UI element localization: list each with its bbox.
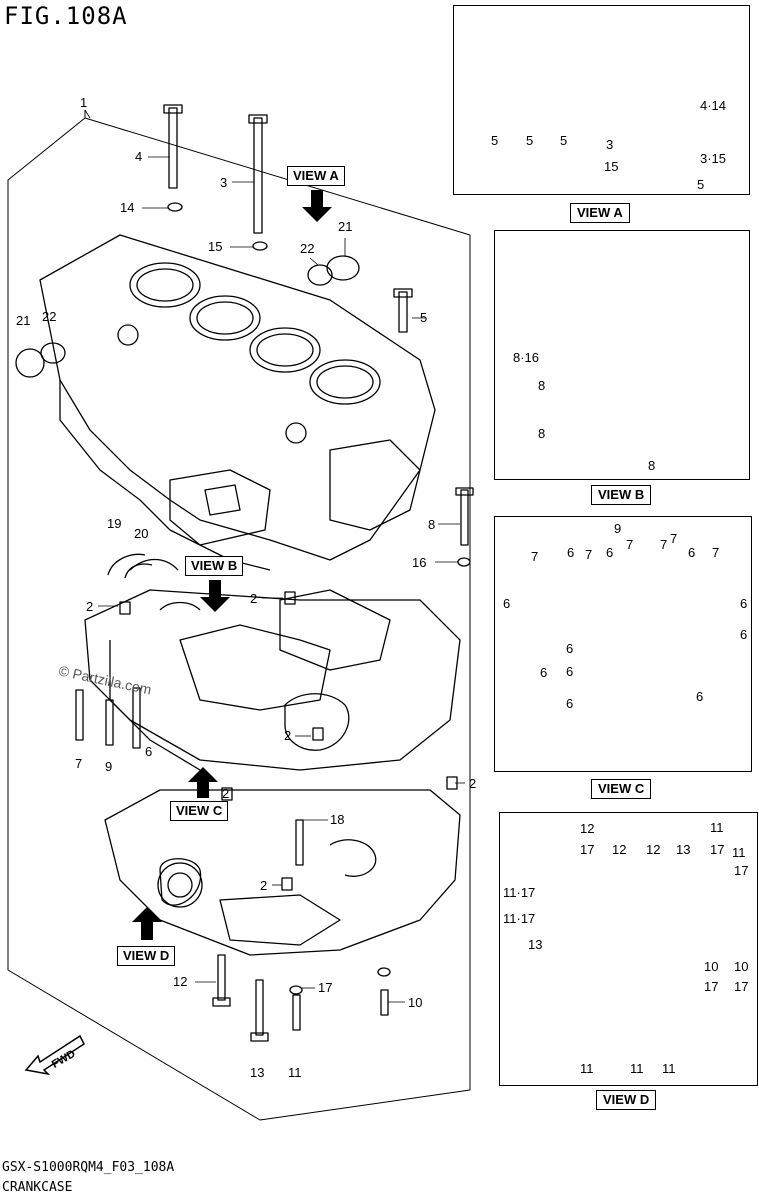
main-callout: 16 — [412, 555, 427, 570]
view-c-callout: 6 — [740, 627, 748, 642]
view-b-callout: 8 — [648, 458, 656, 473]
main-callout: 21 — [338, 219, 353, 234]
main-callout: 17 — [318, 980, 333, 995]
main-callout: 8 — [428, 517, 436, 532]
view-d-callout: 17 — [734, 979, 749, 994]
figure-name: CRANKCASE — [2, 1180, 73, 1195]
view-d-tag: VIEW D — [117, 946, 176, 966]
view-c-callout: 6 — [688, 545, 696, 560]
view-d-callout: 11 — [662, 1061, 676, 1076]
view-c-callout: 6 — [566, 696, 574, 711]
main-callout: 6 — [145, 744, 153, 759]
view-c-tag: VIEW C — [170, 801, 229, 821]
view-c-callout: 7 — [626, 537, 634, 552]
view-d-callout: 11 — [580, 1061, 594, 1076]
view-b-callout: 8·16 — [513, 350, 540, 365]
view-a-tag: VIEW A — [287, 166, 345, 186]
view-c-callout: 6 — [740, 596, 748, 611]
main-callout: 11 — [288, 1065, 302, 1080]
main-callout: 2 — [86, 599, 94, 614]
main-callout: 18 — [330, 812, 345, 827]
view-a-callout: 3 — [606, 137, 614, 152]
main-callout: 14 — [120, 200, 135, 215]
main-callout: 1 — [80, 95, 88, 110]
view-d-callout: 11 — [732, 845, 746, 860]
view-c-callout: 7 — [670, 531, 678, 546]
view-d-callout: 12 — [612, 842, 627, 857]
view-c-callout: 6 — [696, 689, 704, 704]
main-callout: 2 — [469, 776, 477, 791]
view-d-callout: 17 — [704, 979, 719, 994]
view-c-callout: 6 — [503, 596, 511, 611]
view-c-label: VIEW C — [591, 779, 652, 799]
view-c-callout: 7 — [712, 545, 720, 560]
view-d-callout: 17 — [734, 863, 749, 878]
view-c-callout: 7 — [531, 549, 539, 564]
view-d-callout: 10 — [734, 959, 749, 974]
forward-label: FWD — [50, 1048, 78, 1071]
main-callout: 12 — [173, 974, 188, 989]
view-a-box — [453, 5, 750, 195]
view-a-callout: 4·14 — [700, 98, 727, 113]
view-c-callout: 6 — [566, 664, 574, 679]
view-c-callout: 7 — [585, 547, 593, 562]
main-callout: 22 — [300, 241, 315, 256]
main-callout: 19 — [107, 516, 122, 531]
view-d-callout: 10 — [704, 959, 719, 974]
view-a-callout: 3·15 — [700, 151, 727, 166]
view-d-callout: 11·17 — [503, 911, 536, 926]
view-d-callout: 11 — [710, 820, 724, 835]
view-d-callout: 12 — [646, 842, 661, 857]
view-d-callout: 11·17 — [503, 885, 536, 900]
main-callout: 2 — [284, 728, 292, 743]
view-a-callout: 5 — [560, 133, 568, 148]
main-callout: 5 — [420, 310, 428, 325]
view-a-callout: 15 — [604, 159, 619, 174]
main-callout: 13 — [250, 1065, 265, 1080]
view-d-label: VIEW D — [596, 1090, 657, 1110]
view-d-callout: 13 — [676, 842, 691, 857]
view-a-label: VIEW A — [570, 203, 630, 223]
figure-title: FIG.108A — [4, 2, 128, 30]
view-c-box — [494, 516, 752, 772]
main-callout: 4 — [135, 149, 143, 164]
view-d-callout: 11 — [630, 1061, 644, 1076]
main-callout: 21 — [16, 313, 31, 328]
view-c-callout: 6 — [540, 665, 548, 680]
view-d-callout: 13 — [528, 937, 543, 952]
figure-code: GSX-S1000RQM4_F03_108A — [2, 1160, 175, 1175]
main-callout: 15 — [208, 239, 223, 254]
view-d-callout: 12 — [580, 821, 595, 836]
view-a-callout: 5 — [526, 133, 534, 148]
view-c-callout: 6 — [567, 545, 575, 560]
view-c-callout: 6 — [566, 641, 574, 656]
main-callout: 22 — [42, 309, 57, 324]
view-b-callout: 8 — [538, 426, 546, 441]
main-callout: 10 — [408, 995, 423, 1010]
view-b-tag: VIEW B — [185, 556, 244, 576]
main-callout: 2 — [222, 786, 230, 801]
view-d-box — [499, 812, 758, 1086]
view-c-callout: 7 — [660, 537, 668, 552]
view-b-label: VIEW B — [591, 485, 652, 505]
main-callout: 7 — [75, 756, 83, 771]
main-callout: 20 — [134, 526, 149, 541]
view-a-callout: 5 — [697, 177, 705, 192]
forward-arrow-icon: FWD — [24, 1030, 86, 1083]
view-c-callout: 6 — [606, 545, 614, 560]
view-a-callout: 5 — [491, 133, 499, 148]
view-c-callout: 9 — [614, 521, 622, 536]
view-d-callout: 17 — [580, 842, 595, 857]
main-callout: 3 — [220, 175, 228, 190]
view-b-callout: 8 — [538, 378, 546, 393]
view-b-box — [494, 230, 750, 480]
main-callout: 9 — [105, 759, 113, 774]
view-d-callout: 17 — [710, 842, 725, 857]
main-callout: 2 — [260, 878, 268, 893]
main-callout: 2 — [250, 591, 258, 606]
